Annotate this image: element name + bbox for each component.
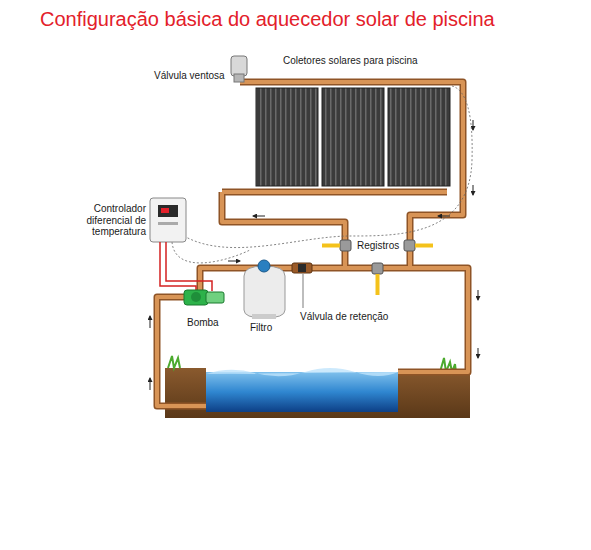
filter-label: Filtro xyxy=(250,322,272,334)
check-valve-label: Válvula de retenção xyxy=(300,311,388,323)
pool xyxy=(165,356,470,418)
filter xyxy=(244,260,285,319)
title: Configuração básica do aquecedor solar d… xyxy=(40,8,495,31)
pump xyxy=(184,290,224,305)
power-wire xyxy=(160,242,212,291)
solar-collectors xyxy=(256,88,450,186)
controller-label: Controlador diferencial de temperatura xyxy=(80,203,146,238)
collector-label: Coletores solares para piscina xyxy=(283,55,418,67)
flow-arrows xyxy=(150,120,478,390)
sensor-wire xyxy=(172,86,472,263)
pump-label: Bomba xyxy=(187,317,219,329)
air-valve xyxy=(231,56,247,82)
check-valve xyxy=(292,263,312,308)
controller xyxy=(150,198,186,242)
register-label: Registros xyxy=(357,240,399,252)
air-valve-label: Válvula ventosa xyxy=(154,70,225,82)
registers xyxy=(322,240,433,295)
